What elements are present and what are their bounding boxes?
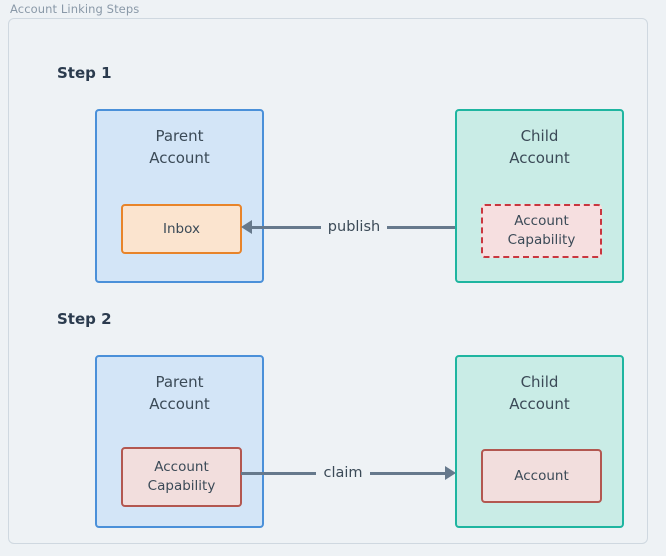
publish-arrow: publish xyxy=(241,216,456,238)
parent-account-box-step-1: Parent Account Inbox xyxy=(95,109,264,283)
account-capability-box-child: Account Capability xyxy=(481,204,602,258)
inbox-box: Inbox xyxy=(121,204,242,254)
parent-account-title-step-2: Parent Account xyxy=(149,373,210,413)
arrow-line-segment xyxy=(252,225,321,229)
arrow-line-segment xyxy=(387,225,456,229)
arrow-head-left-icon xyxy=(241,220,252,234)
arrow-head-right-icon xyxy=(445,466,457,480)
step-2-label: Step 2 xyxy=(57,310,112,328)
account-capability-box-parent: Account Capability xyxy=(121,447,242,507)
parent-account-title-step-1: Parent Account xyxy=(149,127,210,167)
claim-arrow-label: claim xyxy=(316,465,370,481)
diagram-title: Account Linking Steps xyxy=(10,2,140,16)
child-account-title-step-1: Child Account xyxy=(509,127,570,167)
arrow-line-segment xyxy=(241,471,317,475)
publish-arrow-label: publish xyxy=(320,219,388,235)
child-account-title-step-2: Child Account xyxy=(509,373,570,413)
account-box-inner-child: Account xyxy=(481,449,602,503)
child-account-box-step-1: Child Account Account Capability xyxy=(455,109,624,283)
step-1-label: Step 1 xyxy=(57,64,112,82)
arrow-line-segment xyxy=(369,471,446,475)
diagram-frame: Step 1 Parent Account Inbox publish Chil… xyxy=(8,18,648,544)
claim-arrow: claim xyxy=(241,462,457,484)
parent-account-box-step-2: Parent Account Account Capability xyxy=(95,355,264,528)
child-account-box-step-2: Child Account Account xyxy=(455,355,624,528)
